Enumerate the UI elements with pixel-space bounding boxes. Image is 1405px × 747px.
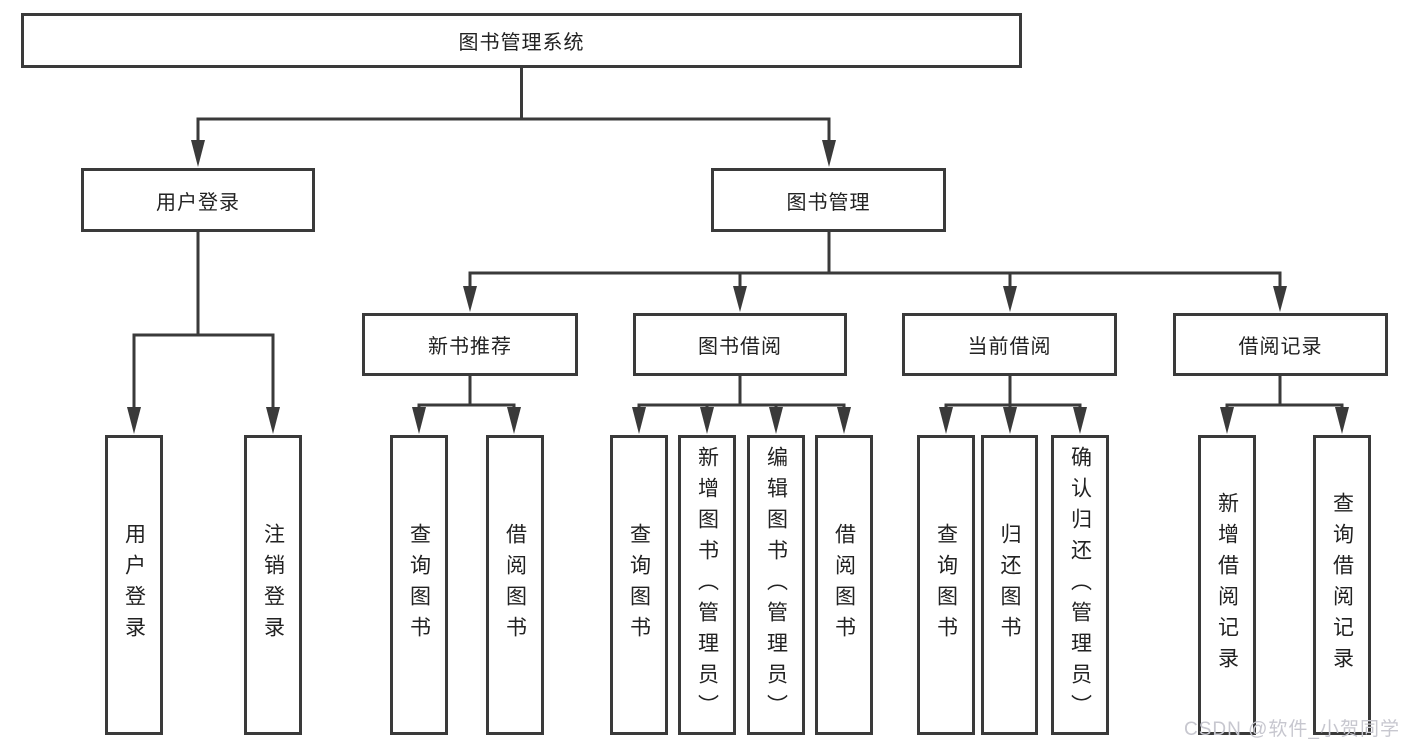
leaf-logout: 注销登录 bbox=[244, 435, 302, 735]
leaf-query-borrow-record: 查询借阅记录 bbox=[1313, 435, 1371, 735]
leaf-query-book-borrow: 查询图书 bbox=[610, 435, 668, 735]
leaf-query-book-recommend: 查询图书 bbox=[390, 435, 448, 735]
arrowhead bbox=[412, 407, 426, 434]
leaf-edit-book-admin: 编辑图书（管理员） bbox=[747, 435, 805, 735]
node-label: 图书管理系统 bbox=[458, 32, 585, 54]
node-label: 用户登录 bbox=[122, 523, 146, 647]
arrowhead bbox=[507, 407, 521, 434]
leaf-borrow-book: 借阅图书 bbox=[815, 435, 873, 735]
node-new-book-recommend: 新书推荐 bbox=[362, 313, 578, 376]
node-label: 当前借阅 bbox=[967, 336, 1052, 358]
connector-login-bracket bbox=[132, 333, 275, 408]
arrowhead bbox=[463, 286, 477, 312]
node-label: 查询借阅记录 bbox=[1330, 492, 1354, 678]
node-root: 图书管理系统 bbox=[21, 13, 1022, 68]
connector-level2-bracket bbox=[196, 117, 831, 141]
connector-level3-bracket bbox=[468, 271, 1282, 287]
node-label: 查询图书 bbox=[934, 523, 958, 647]
arrowhead bbox=[837, 407, 851, 434]
node-label: 注销登录 bbox=[261, 523, 285, 647]
arrowhead bbox=[1335, 407, 1349, 434]
arrowhead bbox=[191, 140, 205, 167]
node-book-borrow: 图书借阅 bbox=[633, 313, 847, 376]
arrowhead bbox=[1073, 407, 1087, 434]
connector-borrow-bracket bbox=[637, 403, 846, 409]
connector-record-bracket bbox=[1225, 403, 1344, 409]
arrowhead bbox=[1220, 407, 1234, 434]
arrowhead bbox=[733, 286, 747, 312]
arrowhead bbox=[769, 407, 783, 434]
node-label: 借阅图书 bbox=[832, 523, 856, 647]
node-book-management: 图书管理 bbox=[711, 168, 946, 232]
connector-newbook-bracket bbox=[417, 403, 516, 409]
node-label: 用户登录 bbox=[156, 191, 240, 214]
arrowhead bbox=[939, 407, 953, 434]
arrowhead bbox=[822, 140, 836, 167]
node-label: 归还图书 bbox=[998, 523, 1021, 647]
leaf-add-borrow-record: 新增借阅记录 bbox=[1198, 435, 1256, 735]
node-label: 图书管理 bbox=[786, 191, 871, 214]
leaf-confirm-return-admin: 确认归还（管理员） bbox=[1051, 435, 1109, 735]
leaf-return-book: 归还图书 bbox=[981, 435, 1038, 735]
arrowhead bbox=[700, 407, 714, 434]
arrowhead bbox=[632, 407, 646, 434]
node-borrow-record: 借阅记录 bbox=[1173, 313, 1388, 376]
arrowhead bbox=[266, 407, 280, 434]
node-label: 新增图书（管理员） bbox=[695, 445, 719, 725]
leaf-borrow-book-recommend: 借阅图书 bbox=[486, 435, 544, 735]
leaf-add-book-admin: 新增图书（管理员） bbox=[678, 435, 736, 735]
node-label: 查询图书 bbox=[627, 523, 651, 647]
node-label: 确认归还（管理员） bbox=[1068, 445, 1092, 725]
node-label: 借阅图书 bbox=[503, 523, 527, 647]
node-current-borrow: 当前借阅 bbox=[902, 313, 1117, 376]
arrowhead bbox=[1273, 286, 1287, 312]
arrowhead bbox=[127, 407, 141, 434]
node-label: 编辑图书（管理员） bbox=[764, 445, 788, 725]
node-label: 新增借阅记录 bbox=[1215, 492, 1239, 678]
arrowhead bbox=[1003, 407, 1017, 434]
node-label: 图书借阅 bbox=[698, 336, 782, 358]
node-label: 借阅记录 bbox=[1238, 336, 1323, 358]
leaf-query-book-current: 查询图书 bbox=[917, 435, 975, 735]
node-label: 查询图书 bbox=[407, 523, 431, 647]
leaf-user-login: 用户登录 bbox=[105, 435, 163, 735]
node-user-login: 用户登录 bbox=[81, 168, 315, 232]
node-label: 新书推荐 bbox=[428, 336, 512, 358]
csdn-watermark: CSDN @软件_小贺同学 bbox=[1184, 719, 1400, 740]
arrowhead bbox=[1003, 286, 1017, 312]
arrowheads bbox=[127, 140, 1349, 434]
